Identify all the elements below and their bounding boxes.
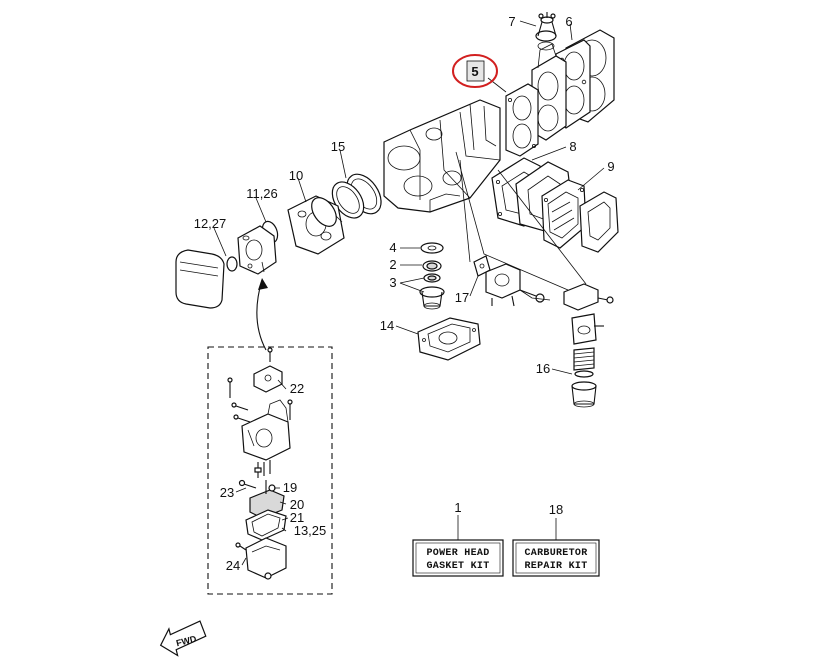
label-part-20[interactable]: 20 bbox=[290, 497, 304, 512]
carb-float-gasket-part-21 bbox=[245, 509, 287, 541]
label-part-2[interactable]: 2 bbox=[389, 257, 396, 272]
head-gasket-part-5 bbox=[505, 83, 539, 157]
label-part-8[interactable]: 8 bbox=[569, 139, 576, 154]
carburetor-detail-inset bbox=[207, 346, 333, 595]
lower-gasket-part-14 bbox=[417, 317, 481, 361]
label-part-12-27[interactable]: 12,27 bbox=[194, 216, 227, 231]
label-part-4[interactable]: 4 bbox=[389, 240, 396, 255]
label-part-11-26[interactable]: 11,26 bbox=[246, 186, 278, 201]
carburetor-kit-line2: REPAIR KIT bbox=[524, 561, 587, 572]
fuel-filter-body bbox=[571, 313, 604, 345]
power-head-kit-line2: GASKET KIT bbox=[426, 561, 489, 572]
carb-screws bbox=[227, 377, 293, 423]
label-part-16[interactable]: 16 bbox=[536, 361, 550, 376]
assembly-leader-lines bbox=[455, 151, 587, 301]
part-5-highlight[interactable] bbox=[452, 54, 498, 88]
washer-part-4 bbox=[420, 242, 444, 254]
crankcase-block bbox=[383, 99, 501, 213]
head-cover-assembly bbox=[505, 12, 615, 157]
fuel-pump-part-17 bbox=[485, 263, 545, 307]
label-part-23[interactable]: 23 bbox=[220, 485, 234, 500]
power-head-kit-line1: POWER HEAD bbox=[426, 548, 489, 559]
power-head-gasket-kit-box[interactable]: POWER HEAD GASKET KIT bbox=[412, 539, 504, 577]
air-silencer-part-12-27 bbox=[175, 249, 225, 309]
label-part-9[interactable]: 9 bbox=[607, 159, 614, 174]
carburetor-kit-line1: CARBURETOR bbox=[524, 548, 587, 559]
label-part-5[interactable]: 5 bbox=[471, 64, 478, 79]
bearing-part-3 bbox=[423, 273, 441, 283]
lower-bearing-housing bbox=[419, 286, 445, 310]
fuel-filter-bracket bbox=[563, 283, 614, 311]
silencer-o-ring bbox=[226, 256, 238, 272]
manifold-gasket bbox=[311, 197, 337, 227]
carburetor-repair-kit-box[interactable]: CARBURETOR REPAIR KIT bbox=[512, 539, 600, 577]
label-part-22[interactable]: 22 bbox=[290, 381, 304, 396]
label-part-15[interactable]: 15 bbox=[331, 139, 345, 154]
label-part-18[interactable]: 18 bbox=[549, 502, 563, 517]
label-part-10[interactable]: 10 bbox=[289, 168, 303, 183]
fwd-direction-arrow: FWD bbox=[159, 620, 207, 657]
inset-arrow bbox=[256, 278, 268, 351]
label-part-19[interactable]: 19 bbox=[283, 480, 297, 495]
label-leaders bbox=[213, 20, 605, 566]
oil-seal-part-2 bbox=[422, 260, 442, 272]
fuel-filter-cup bbox=[571, 381, 597, 408]
label-part-6[interactable]: 6 bbox=[565, 14, 572, 29]
label-part-21[interactable]: 21 bbox=[290, 510, 304, 525]
label-part-13-25[interactable]: 13,25 bbox=[294, 523, 327, 538]
fwd-label: FWD bbox=[175, 634, 198, 649]
fuel-pump-bracket bbox=[473, 255, 491, 277]
carburetor-body bbox=[237, 225, 277, 275]
carb-float-bowl-part-24 bbox=[235, 537, 287, 580]
label-part-24[interactable]: 24 bbox=[226, 558, 240, 573]
intake-gasket-part-15 bbox=[331, 173, 382, 219]
fuel-filter-element-part-16 bbox=[573, 347, 595, 378]
label-part-3[interactable]: 3 bbox=[389, 275, 396, 290]
carb-screw-part-23 bbox=[238, 479, 257, 489]
carb-main-body bbox=[241, 399, 291, 461]
thermostat-cap-part-7 bbox=[535, 12, 557, 51]
part-number-labels: 5 7 6 8 9 15 10 11,26 12,27 4 2 3 17 14 … bbox=[194, 14, 615, 573]
carb-top-cover-part-22 bbox=[253, 347, 283, 393]
label-part-14[interactable]: 14 bbox=[380, 318, 394, 333]
carb-jets bbox=[254, 460, 271, 478]
label-part-7[interactable]: 7 bbox=[508, 14, 515, 29]
label-part-17[interactable]: 17 bbox=[455, 290, 469, 305]
cylinder-head bbox=[531, 43, 567, 141]
exhaust-outer-gasket bbox=[579, 191, 619, 253]
label-part-1[interactable]: 1 bbox=[454, 500, 461, 515]
